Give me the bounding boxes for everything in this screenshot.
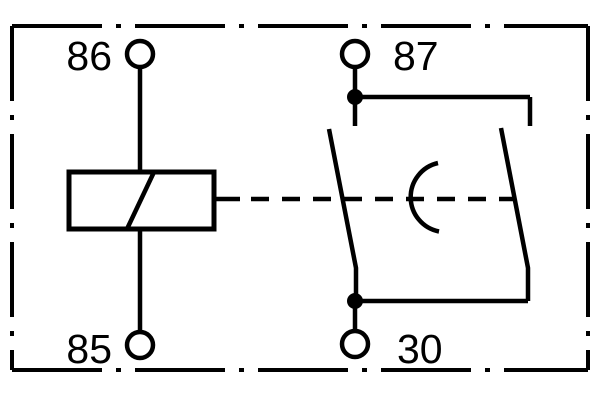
coil-diagonal-stroke bbox=[124, 171, 157, 230]
contact-blade-left bbox=[326, 128, 359, 301]
junction-dot-30 bbox=[347, 293, 363, 309]
junction-dot-87 bbox=[347, 89, 363, 105]
terminal-label-30: 30 bbox=[397, 326, 443, 372]
terminal-circle-30 bbox=[339, 328, 371, 360]
terminal-circle-85 bbox=[124, 329, 156, 361]
terminal-label-87: 87 bbox=[393, 33, 439, 79]
dashed-border-frame bbox=[10, 24, 590, 372]
terminal-circle-87 bbox=[339, 38, 371, 70]
contact-blade-right bbox=[498, 127, 531, 301]
terminal-circle-86 bbox=[124, 38, 156, 70]
terminal-label-86: 86 bbox=[66, 33, 112, 79]
terminal-circles bbox=[124, 38, 371, 361]
terminal-label-85: 85 bbox=[66, 326, 112, 372]
coil-branch bbox=[66, 54, 513, 345]
contact-arc-symbol bbox=[408, 160, 440, 234]
